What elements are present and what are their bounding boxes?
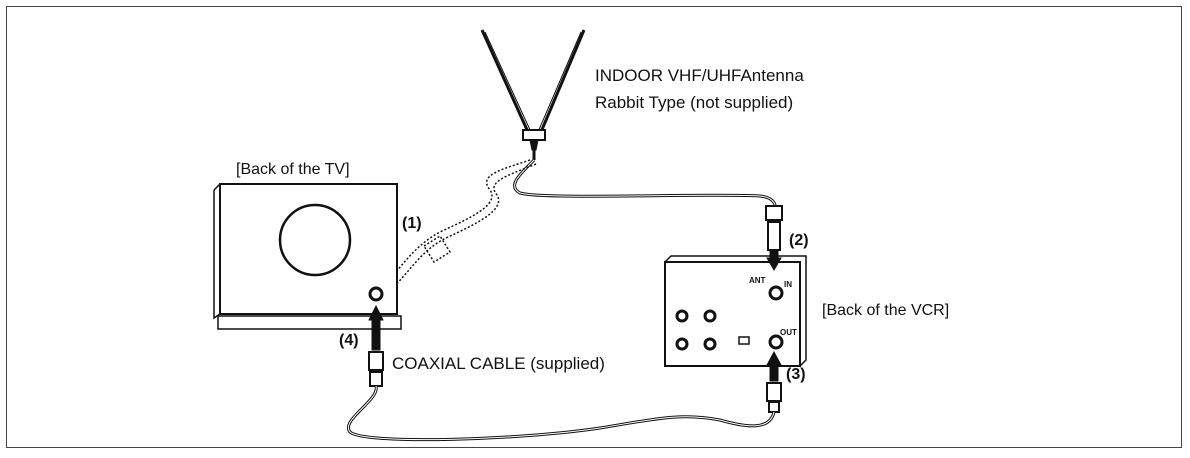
connector-vcr-in xyxy=(765,205,783,271)
connector-tv xyxy=(368,304,384,387)
step-4-label: (4) xyxy=(339,332,359,349)
step-1-label: (1) xyxy=(402,215,422,232)
coaxial-cable-label: COAXIAL CABLE (supplied) xyxy=(392,354,605,373)
diagram-frame xyxy=(6,6,1182,448)
connector-vcr-out xyxy=(766,350,782,413)
tv-back xyxy=(213,183,402,330)
vcr-in-text: IN xyxy=(784,280,792,289)
vcr-out-text: OUT xyxy=(780,328,797,337)
step-3-label: (3) xyxy=(786,366,806,383)
antenna-label-line2: Rabbit Type (not supplied) xyxy=(595,93,794,112)
vcr-ant-text: ANT xyxy=(749,276,766,285)
rabbit-antenna xyxy=(480,29,586,160)
coaxial-cable xyxy=(346,385,776,442)
old-connection-dotted xyxy=(375,159,537,297)
antenna-label-line1: INDOOR VHF/UHFAntenna xyxy=(595,66,804,85)
vcr-label: [Back of the VCR] xyxy=(822,302,950,319)
step-2-label: (2) xyxy=(789,232,809,249)
antenna-lead-cable xyxy=(513,158,778,219)
tv-label: [Back of the TV] xyxy=(236,161,350,178)
vcr-back xyxy=(664,255,807,367)
